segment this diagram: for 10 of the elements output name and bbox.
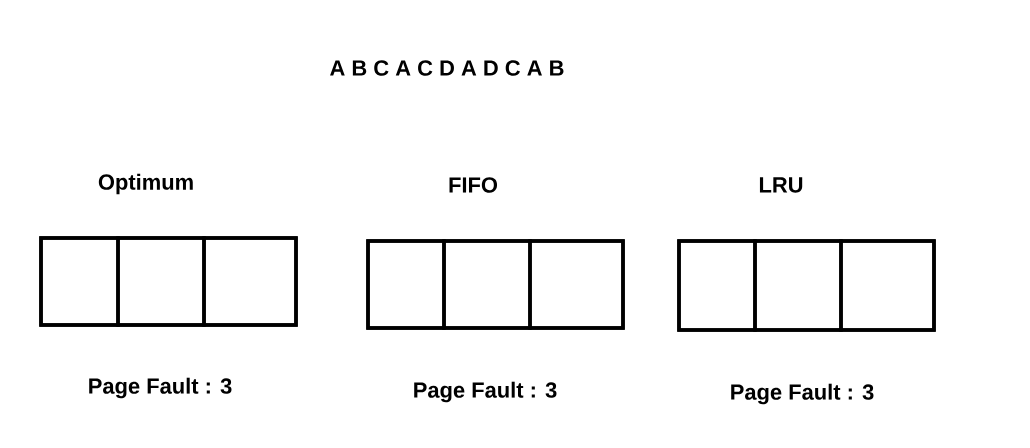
page-fault-label: Page Fault : 3 <box>89 377 232 399</box>
page-fault-label: Page Fault : 3 <box>414 381 557 403</box>
reference-string: A B C A C D A D C A B <box>330 60 564 76</box>
frame-cell <box>202 236 298 327</box>
frame-cell <box>839 239 936 332</box>
frame-cell <box>528 239 625 330</box>
heading: Optimum <box>98 173 193 195</box>
page-fault-label: Page Fault : 3 <box>731 383 874 405</box>
heading: LRU <box>759 177 803 193</box>
heading: FIFO <box>449 177 498 193</box>
